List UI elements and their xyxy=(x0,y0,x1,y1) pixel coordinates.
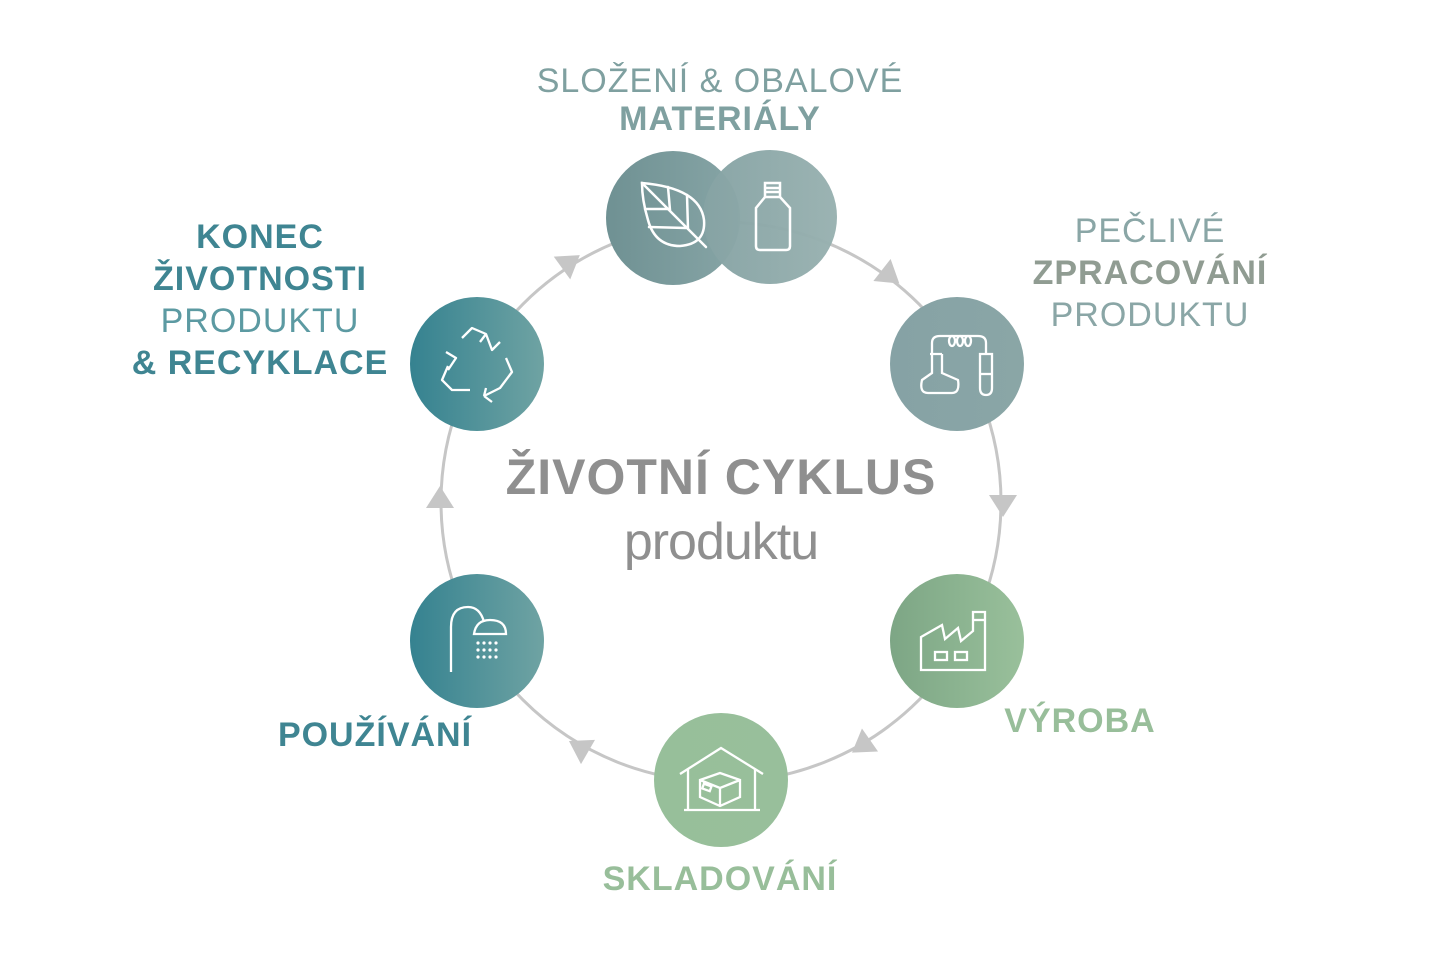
leaf-icon xyxy=(640,181,708,249)
label-processing-line2: ZPRACOVÁNÍ xyxy=(1032,254,1268,292)
arrow-icon xyxy=(851,728,879,753)
processing-circle xyxy=(890,297,1024,431)
materials-circle-left xyxy=(606,151,740,285)
cycle-arrows xyxy=(426,255,1017,765)
label-processing-line3: PRODUKTU xyxy=(1050,296,1250,334)
production-circle xyxy=(890,574,1024,708)
label-usage: POUŽÍVÁNÍ xyxy=(277,716,473,754)
recycle-icon xyxy=(440,326,514,403)
arrow-icon xyxy=(553,255,580,280)
usage-circle xyxy=(410,574,544,708)
label-materials-line2: MATERIÁLY xyxy=(619,100,821,138)
label-processing-line1: PEČLIVÉ xyxy=(1074,212,1226,250)
arrow-icon xyxy=(426,486,454,508)
label-processing: PEČLIVÉ ZPRACOVÁNÍ PRODUKTU xyxy=(1000,210,1300,336)
warehouse-icon xyxy=(679,746,764,812)
label-end-of-life-line1: KONEC xyxy=(196,218,324,256)
end-of-life-circle xyxy=(410,297,544,431)
diagram-title: ŽIVOTNÍ CYKLUS xyxy=(505,449,937,505)
label-end-of-life-line2: ŽIVOTNOSTI xyxy=(153,260,367,298)
label-storage: SKLADOVÁNÍ xyxy=(602,860,838,898)
label-end-of-life-line3: PRODUKTU xyxy=(160,302,360,340)
bottle-icon xyxy=(754,181,792,252)
materials-circle-right xyxy=(703,150,837,284)
storage-circle xyxy=(654,713,788,847)
arrow-icon xyxy=(989,495,1017,517)
label-materials-line1: SLOŽENÍ & OBALOVÉ xyxy=(536,62,904,100)
shower-icon xyxy=(449,605,508,672)
label-end-of-life-line4: & RECYKLACE xyxy=(131,344,389,382)
arrow-icon xyxy=(568,739,595,765)
label-end-of-life: KONEC ŽIVOTNOSTI PRODUKTU & RECYKLACE xyxy=(120,216,400,384)
arrow-icon xyxy=(873,258,900,284)
diagram-subtitle: produktu xyxy=(623,513,819,571)
label-materials: SLOŽENÍ & OBALOVÉ MATERIÁLY xyxy=(500,60,940,136)
label-production: VÝROBA xyxy=(1004,702,1156,740)
lab-equipment-icon xyxy=(920,334,994,397)
factory-icon xyxy=(919,610,987,672)
